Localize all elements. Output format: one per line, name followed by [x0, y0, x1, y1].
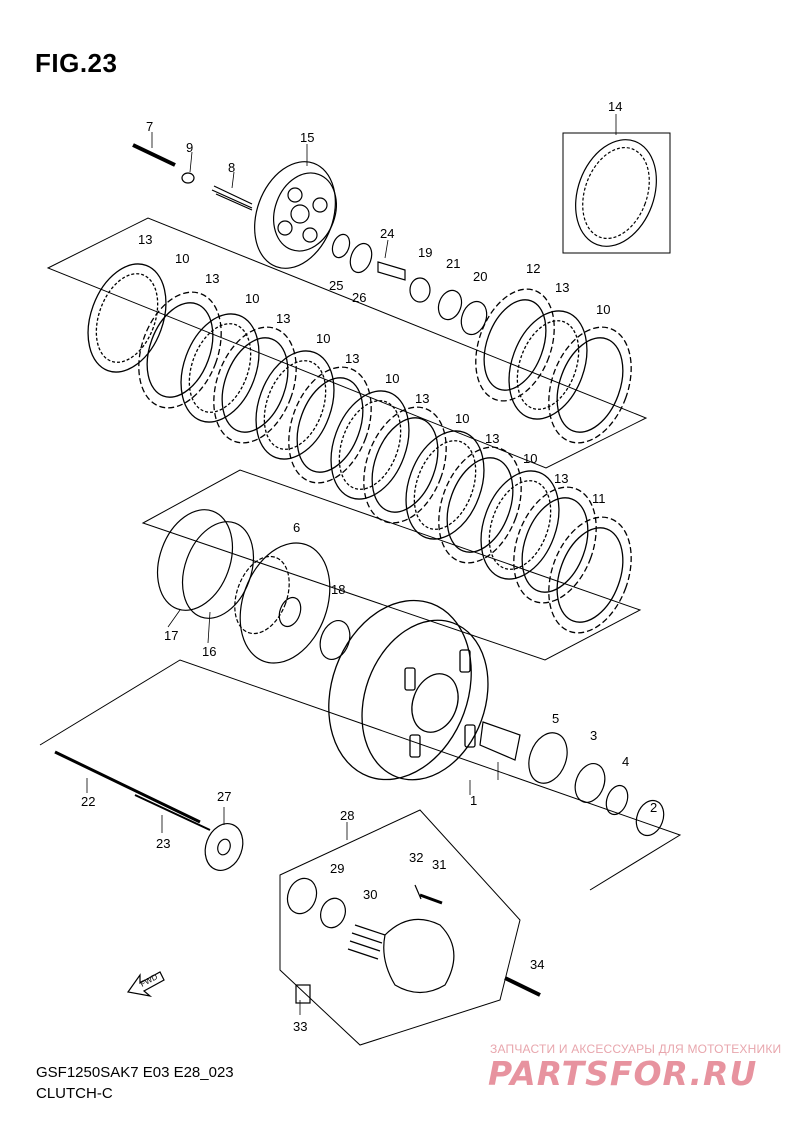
callout-24: 24 [380, 226, 394, 241]
washer-4 [605, 784, 629, 816]
callout-13e: 13 [415, 391, 429, 406]
cap-32 [414, 884, 422, 900]
part-14-box [562, 132, 671, 254]
callout-29: 29 [330, 861, 344, 876]
callout-7: 7 [146, 119, 153, 134]
push-rod-23 [134, 794, 211, 831]
callout-11: 11 [592, 491, 606, 506]
callout-18: 18 [331, 582, 345, 597]
spring-8 [211, 185, 253, 211]
callout-13a: 13 [138, 232, 152, 247]
callout-14: 14 [608, 99, 622, 114]
bleeder-31 [419, 893, 443, 905]
spacer-right [479, 721, 521, 761]
clutch-housing-1 [328, 599, 489, 781]
callout-9: 9 [186, 140, 193, 155]
pressure-plate-15 [254, 161, 337, 269]
washer-21 [437, 289, 463, 321]
washer-9 [181, 172, 195, 184]
push-rod-22 [54, 750, 201, 824]
washer-25 [331, 233, 351, 259]
callout-12: 12 [526, 261, 540, 276]
callout-10f: 10 [523, 451, 537, 466]
callout-23: 23 [156, 836, 170, 851]
callout-33: 33 [293, 1019, 307, 1034]
callout-20: 20 [473, 269, 487, 284]
callout-22: 22 [81, 794, 95, 809]
callout-13b: 13 [205, 271, 219, 286]
release-group-box [279, 809, 521, 1046]
seal-29-left [286, 877, 318, 915]
callout-5: 5 [552, 711, 559, 726]
spring-30 [347, 924, 386, 960]
callout-labels: 1 2 3 4 5 6 7 8 9 10 10 10 10 10 10 10 1… [81, 99, 657, 1034]
callout-13c: 13 [276, 311, 290, 326]
clutch-plate-stack-1 [87, 263, 632, 634]
callout-16: 16 [202, 644, 216, 659]
watermark-tagline: ЗАПЧАСТИ И АКСЕССУАРЫ ДЛЯ МОТОТЕХНИКИ [490, 1042, 782, 1056]
callout-13h: 13 [555, 280, 569, 295]
callout-28: 28 [340, 808, 354, 823]
washer-18 [319, 620, 351, 660]
callout-19: 19 [418, 245, 432, 260]
bolt-34 [504, 976, 541, 997]
callout-8: 8 [228, 160, 235, 175]
callout-10b: 10 [245, 291, 259, 306]
callout-4: 4 [622, 754, 629, 769]
needle-bearing-5 [528, 732, 568, 784]
callout-10c: 10 [316, 331, 330, 346]
push-piece-27 [204, 823, 244, 871]
ring-17 [157, 509, 233, 611]
callout-2: 2 [650, 800, 657, 815]
watermark-brand: PARTSFOR.RU [488, 1054, 758, 1093]
callout-31: 31 [432, 857, 446, 872]
callout-15: 15 [300, 130, 314, 145]
group-title: CLUTCH-C [36, 1085, 113, 1102]
callout-32: 32 [409, 850, 423, 865]
release-cylinder [383, 918, 455, 994]
callout-10d: 10 [385, 371, 399, 386]
figure-title: FIG.23 [35, 48, 118, 78]
bolt-7 [132, 143, 176, 167]
callout-10a: 10 [175, 251, 189, 266]
callout-34: 34 [530, 957, 544, 972]
callout-13g: 13 [554, 471, 568, 486]
primary-gear-6 [239, 542, 331, 664]
callout-6: 6 [293, 520, 300, 535]
callout-10e: 10 [455, 411, 469, 426]
oil-seal-29 [320, 897, 346, 929]
clutch-plate-stack-upper [475, 288, 632, 444]
callout-27: 27 [217, 789, 231, 804]
callout-10g: 10 [596, 302, 610, 317]
callout-25: 25 [329, 278, 343, 293]
washer-20 [460, 300, 488, 336]
shaft-group-box [39, 659, 682, 891]
spacer-2 [635, 799, 665, 837]
thrust-washer-3 [574, 763, 606, 803]
fwd-arrow-icon: FWD [126, 971, 165, 997]
callout-17: 17 [164, 628, 178, 643]
model-code: GSF1250SAK7 E03 E28_023 [36, 1064, 234, 1081]
callout-13f: 13 [485, 431, 499, 446]
callout-1: 1 [470, 793, 477, 808]
callout-26: 26 [352, 290, 366, 305]
friction-plate-14 [575, 139, 657, 247]
nut-19 [409, 277, 431, 303]
leader-lines [86, 114, 617, 1015]
plate-group-box-2 [141, 469, 642, 661]
callout-13d: 13 [345, 351, 359, 366]
bearing-26 [349, 242, 373, 274]
callout-21: 21 [446, 256, 460, 271]
pin-24 [377, 261, 406, 281]
callout-30: 30 [363, 887, 377, 902]
dowel-33 [295, 984, 311, 1004]
callout-3: 3 [590, 728, 597, 743]
